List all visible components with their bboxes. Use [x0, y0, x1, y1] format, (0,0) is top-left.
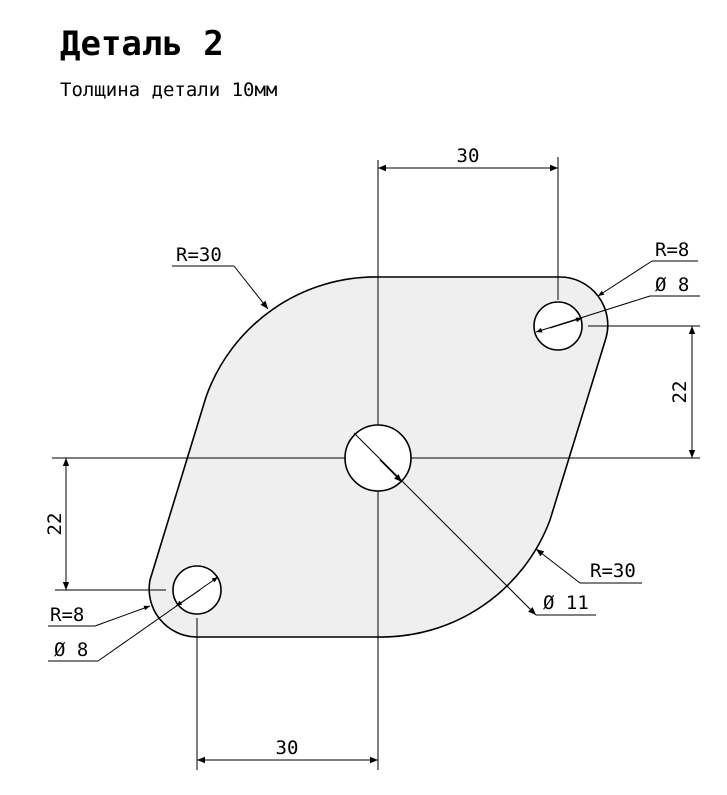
top-right-hole-radius-label: R=8: [655, 239, 689, 261]
top-right-radius-leader: [597, 260, 653, 297]
top-right-diameter-arrow: [549, 317, 583, 329]
radius-top-left-label: R=30: [176, 244, 222, 266]
bottom-left-radius-leader: [94, 605, 151, 627]
top-width-label: 30: [457, 145, 480, 167]
radius-top-left-leader: [233, 265, 269, 310]
radius-bottom-right-leader: [535, 548, 581, 584]
top-right-hole-diameter-label: Ø 8: [655, 274, 689, 296]
bottom-left-diameter-arrow: [175, 589, 201, 607]
radius-bottom-right-label: R=30: [590, 560, 636, 582]
page-subtitle: Толщина детали 10мм: [60, 79, 277, 101]
center-diameter-leader: [353, 432, 537, 616]
bottom-left-hole-diameter-label: Ø 8: [54, 639, 88, 661]
center-hole-diameter-label: Ø 11: [543, 592, 589, 614]
bottom-left-hole: [172, 565, 222, 615]
bottom-width-label: 30: [276, 737, 299, 759]
center-diameter-arrow: [379, 459, 403, 483]
left-height-label: 22: [44, 513, 66, 536]
right-height-label: 22: [669, 381, 691, 404]
bottom-left-hole-radius-label: R=8: [50, 604, 84, 626]
page-title: Деталь 2: [60, 24, 224, 64]
